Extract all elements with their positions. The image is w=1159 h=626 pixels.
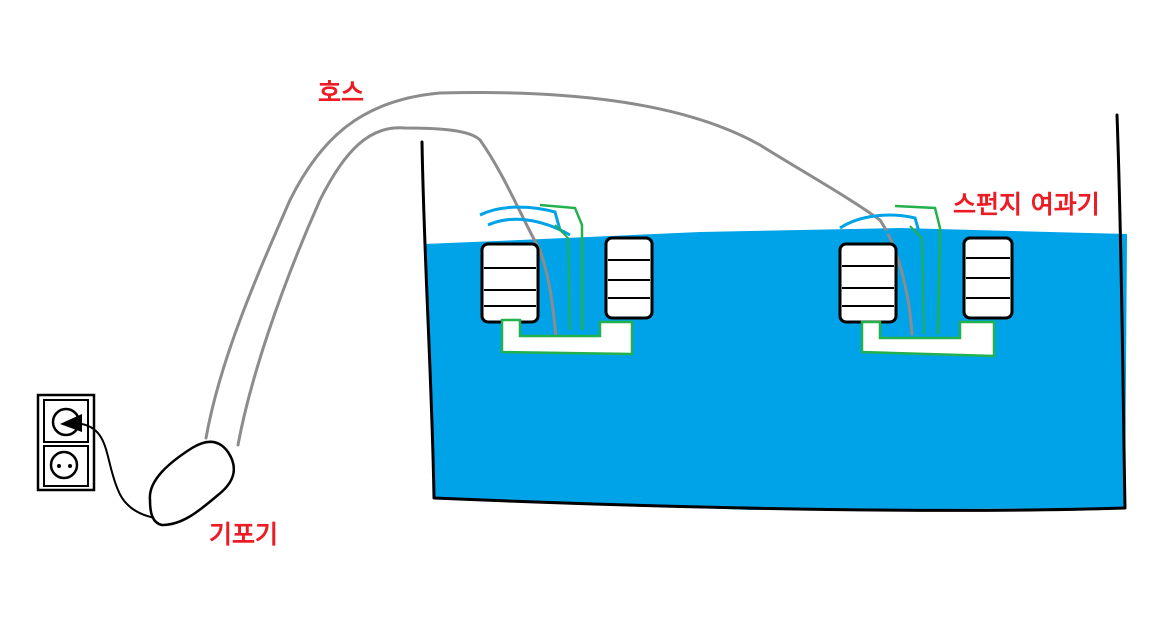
hose-label: 호스 (318, 78, 365, 107)
tank-water (424, 228, 1127, 510)
hose-left (236, 126, 558, 447)
tank-outline (420, 113, 1127, 512)
air-pump-label: 기포기 (209, 520, 279, 549)
power-outlet-icon (36, 393, 96, 492)
hose-right (204, 91, 914, 440)
power-cord (60, 414, 156, 519)
sponge-filter-icon (838, 204, 1014, 358)
sponge-filter-label: 스펀지 여과기 (953, 190, 1100, 219)
air-pump-icon (148, 440, 236, 527)
sponge-filter-icon (479, 203, 654, 356)
